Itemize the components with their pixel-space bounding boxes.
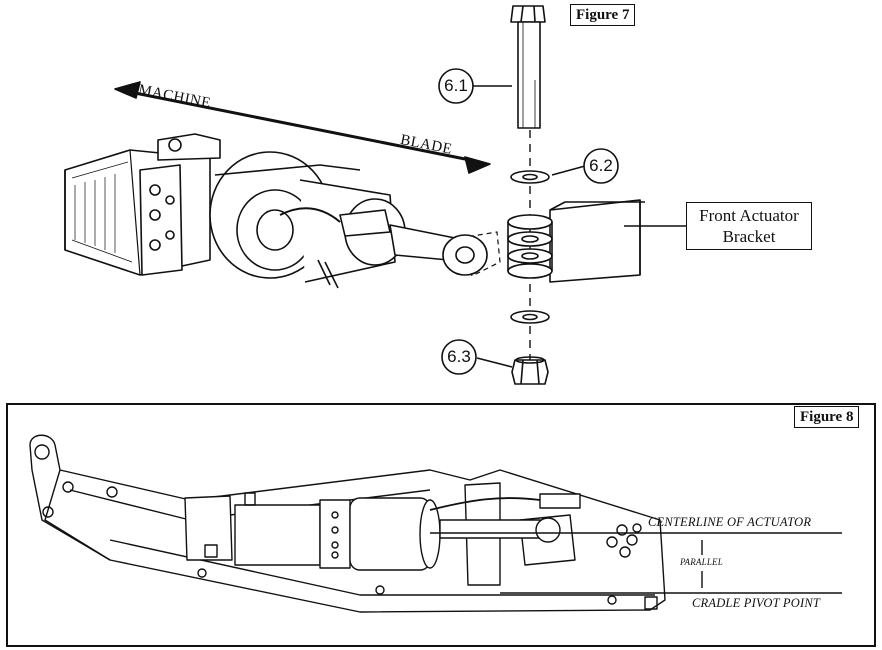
bolt [510,5,546,129]
washer-top [510,170,550,184]
centerline-label: CENTERLINE OF ACTUATOR [648,515,812,529]
front-actuator-bracket-label: Front Actuator Bracket [686,202,812,250]
bracket-label-line1: Front Actuator [699,206,799,225]
callout-6-1: 6.1 [444,76,468,95]
bracket-label-line2: Bracket [722,227,776,246]
figure8-label: Figure 8 [794,406,860,428]
figure7-label: Figure 7 [570,4,636,26]
nut [511,356,549,385]
figure7-drawing [64,5,686,385]
callout-6-2: 6.2 [589,156,613,175]
cradle-pivot-label: CRADLE PIVOT POINT [692,596,821,610]
parallel-label: PARALLEL [680,557,723,567]
actuator-assembly [64,133,488,289]
figure8-frame [6,403,876,647]
callout-6-3: 6.3 [447,347,471,366]
direction-arrow [114,81,491,174]
washer-bottom [510,310,550,324]
front-actuator-bracket [507,199,645,283]
